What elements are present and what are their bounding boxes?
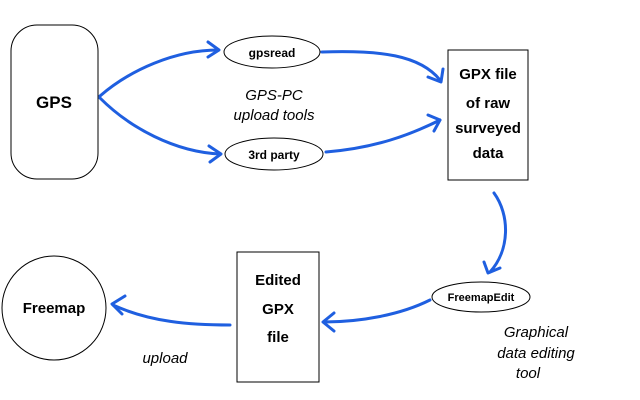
- arrowhead-third-party: [207, 144, 223, 164]
- gps-label: GPS: [36, 93, 72, 112]
- editing-tool-line-2: data editing: [497, 345, 575, 362]
- arrow-third-party-to-gpx: [324, 118, 442, 154]
- arrow-freemapedit-to-edited-gpx: [322, 298, 432, 324]
- editing-tool-line-1: Graphical: [504, 324, 569, 341]
- editing-tool-line-3: tool: [516, 365, 541, 382]
- upload-tools-line-1: GPS-PC: [245, 87, 303, 104]
- freemapedit-label: FreemapEdit: [448, 292, 515, 304]
- arrow-gpx-to-freemapedit: [488, 191, 507, 274]
- gpx-raw-line-4: data: [473, 145, 505, 162]
- upload-label: upload: [142, 350, 188, 367]
- edited-gpx-line-1: Edited: [255, 272, 301, 289]
- arrow-edited-gpx-to-freemap: [111, 303, 232, 327]
- arrowhead-gpsread: [206, 40, 221, 59]
- arrowhead-freemap: [110, 294, 127, 316]
- freemap-node: Freemap: [1, 255, 107, 361]
- gps-node: GPS: [10, 24, 99, 180]
- edited-gpx-line-2: GPX: [262, 301, 294, 318]
- third-party-label: 3rd party: [248, 148, 300, 162]
- arrow-gps-to-third-party: [98, 96, 222, 156]
- freemapedit-node: FreemapEdit: [431, 281, 531, 313]
- arrowhead-gpx-bottom: [426, 113, 442, 133]
- gpx-raw-node: GPX file of raw surveyed data: [447, 49, 529, 181]
- arrowhead-freemapedit: [482, 260, 502, 275]
- third-party-node: 3rd party: [224, 137, 324, 171]
- arrowhead-edited-gpx: [321, 311, 336, 333]
- gpx-raw-line-2: of raw: [466, 95, 511, 112]
- gpx-raw-line-1: GPX file: [459, 66, 517, 83]
- gpsread-label: gpsread: [249, 46, 296, 60]
- arrow-gpsread-to-gpx: [320, 50, 442, 82]
- arrow-gps-to-gpsread: [98, 48, 220, 98]
- gpsread-node: gpsread: [223, 35, 321, 69]
- upload-tools-line-2: upload tools: [234, 107, 315, 124]
- gpx-raw-line-3: surveyed: [455, 120, 521, 137]
- arrowhead-gpx-top: [426, 67, 445, 84]
- freemap-label: Freemap: [23, 300, 86, 317]
- edited-gpx-line-3: file: [267, 329, 289, 346]
- edited-gpx-node: Edited GPX file: [236, 251, 320, 383]
